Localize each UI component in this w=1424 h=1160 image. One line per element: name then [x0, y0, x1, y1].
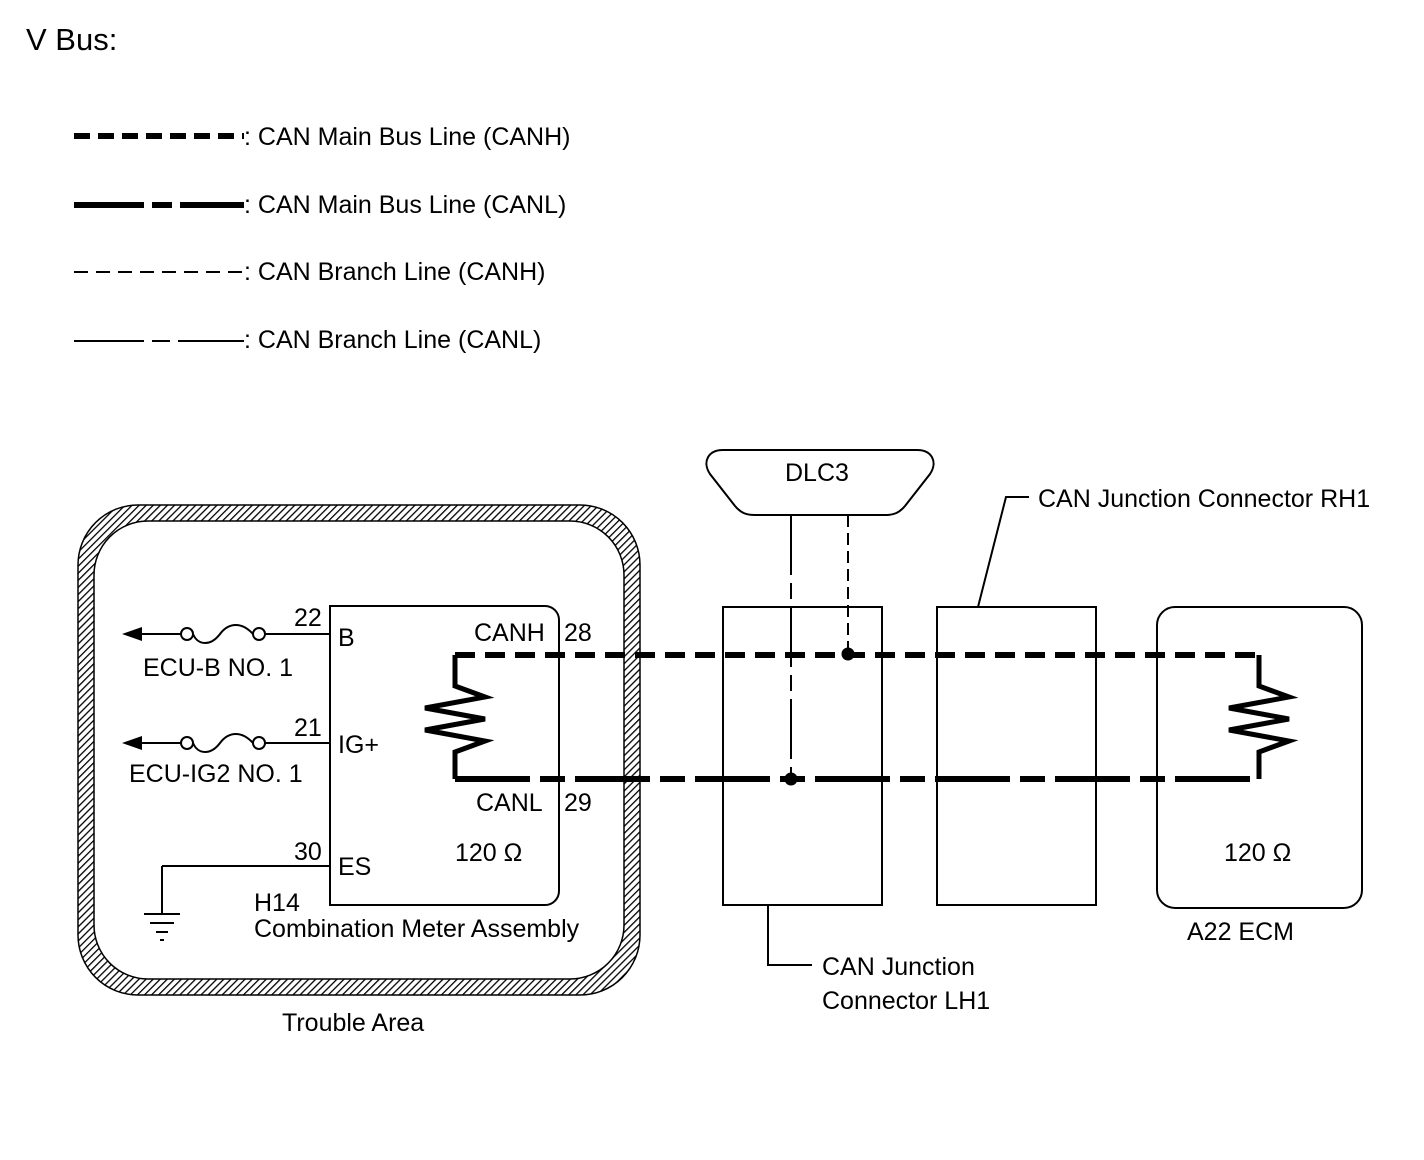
junction-lh1-label-line1: CAN Junction: [822, 953, 975, 981]
trouble-area-border: [77, 504, 641, 996]
legend-label: : CAN Main Bus Line (CANH): [244, 123, 570, 151]
meter-canl-pin: 29: [564, 789, 592, 817]
junction-connector-lh1-box: [722, 606, 883, 906]
lh1-leader-line: [767, 905, 812, 966]
ground-circuit: [144, 865, 330, 941]
legend-label: : CAN Branch Line (CANL): [244, 326, 541, 354]
meter-resistance-label: 120 Ω: [455, 839, 522, 867]
ecm-label: A22 ECM: [1187, 918, 1294, 946]
ecm-terminating-resistor: [1228, 655, 1299, 779]
legend-label: : CAN Branch Line (CANH): [244, 258, 545, 286]
arrow-left-icon: [122, 736, 142, 750]
ecm-resistance-label: 120 Ω: [1224, 839, 1291, 867]
canl-junction-dot: [784, 772, 798, 786]
rh1-leader-line: [977, 496, 1029, 608]
pin-es-number: 30: [294, 838, 322, 866]
canh-junction-dot: [841, 647, 855, 661]
fuse-ecu-ig2-label: ECU-IG2 NO. 1: [129, 760, 303, 788]
legend-item-branch-canh: : CAN Branch Line (CANH): [74, 258, 545, 286]
meter-canh-pin: 28: [564, 619, 592, 647]
fuse-ecu-ig2-circuit: [122, 733, 330, 753]
dlc3-label: DLC3: [785, 459, 849, 487]
fuse-ecu-b-circuit: [122, 624, 330, 644]
pin-b-label: B: [338, 624, 355, 652]
pin-es-label: ES: [338, 853, 371, 881]
ecm-box: [1156, 606, 1363, 909]
pin-ig-number: 21: [294, 714, 322, 742]
legend-label: : CAN Main Bus Line (CANL): [244, 191, 566, 219]
diagram-title: V Bus:: [26, 22, 117, 57]
pin-ig-label: IG+: [338, 731, 379, 759]
junction-lh1-label-line2: Connector LH1: [822, 987, 990, 1015]
arrow-left-icon: [122, 627, 142, 641]
meter-terminating-resistor: [424, 655, 495, 779]
meter-code: H14: [254, 889, 300, 917]
legend: : CAN Main Bus Line (CANH) : CAN Main Bu…: [74, 123, 570, 354]
pin-b-number: 22: [294, 604, 322, 632]
ground-icon: [144, 913, 180, 941]
junction-rh1-label: CAN Junction Connector RH1: [1038, 485, 1370, 513]
meter-canh-label: CANH: [474, 619, 545, 647]
dlc3-connector: [705, 449, 935, 516]
meter-name: Combination Meter Assembly: [254, 915, 580, 943]
legend-item-main-canh: : CAN Main Bus Line (CANH): [74, 123, 570, 151]
combination-meter-box: [329, 605, 560, 906]
legend-item-main-canl: : CAN Main Bus Line (CANL): [74, 191, 566, 219]
legend-item-branch-canl: : CAN Branch Line (CANL): [74, 326, 541, 354]
junction-connector-rh1-box: [936, 606, 1097, 906]
fuse-ecu-b-label: ECU-B NO. 1: [143, 654, 293, 682]
meter-canl-label: CANL: [476, 789, 543, 817]
trouble-area-label: Trouble Area: [282, 1009, 424, 1037]
